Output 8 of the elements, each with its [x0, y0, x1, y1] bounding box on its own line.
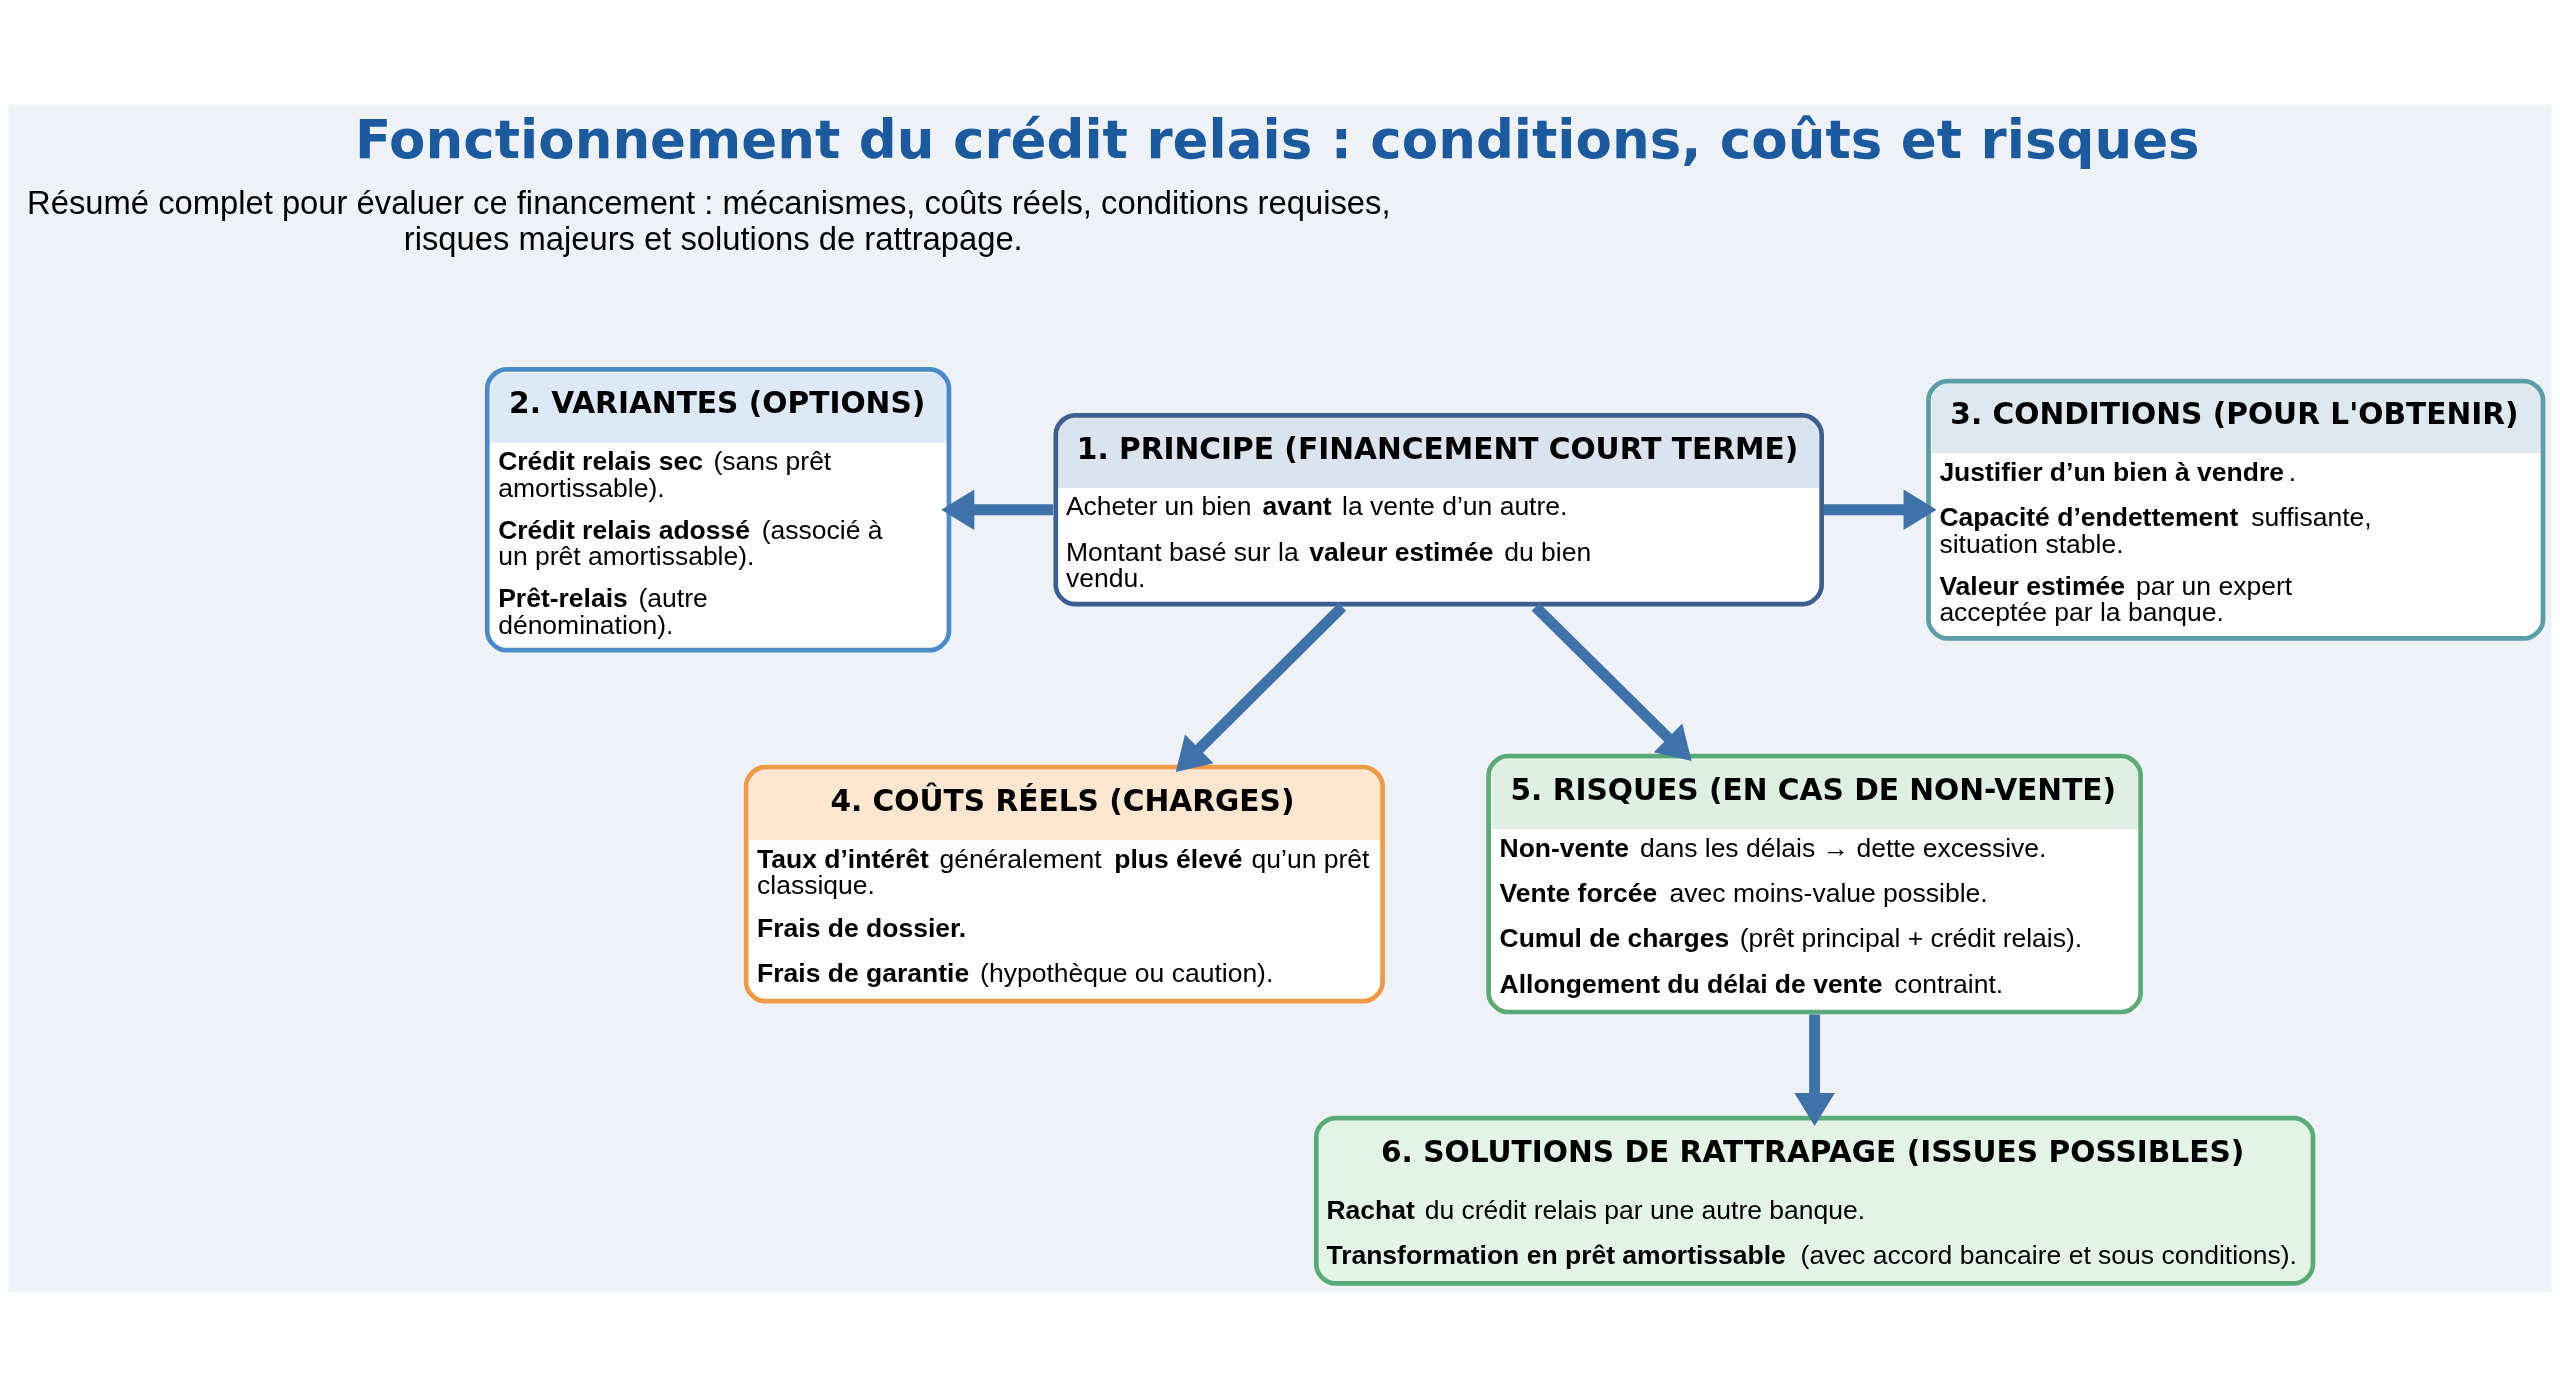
diagram-title: Fonctionnement du crédit relais : conditions, coûts et risques — [355, 108, 2200, 171]
arrow — [941, 489, 1053, 530]
node-text: 3. CONDITIONS (POUR L'OBTENIR) Justifier d’un bien à vendre. Capacité d’endettement suffisante, situation stable. Valeur estimée par un expert acceptée par la banque. — [1939, 395, 2519, 627]
label: Résumé complet pour évaluer ce financement : mécanismes, coûts réels, conditions requises, risques majeurs et solutions de rattrapage. — [27, 183, 1391, 257]
arrow — [1824, 489, 1937, 530]
arrow — [1175, 602, 1347, 772]
arrow — [1531, 602, 1692, 761]
arrow — [1794, 1014, 1835, 1126]
